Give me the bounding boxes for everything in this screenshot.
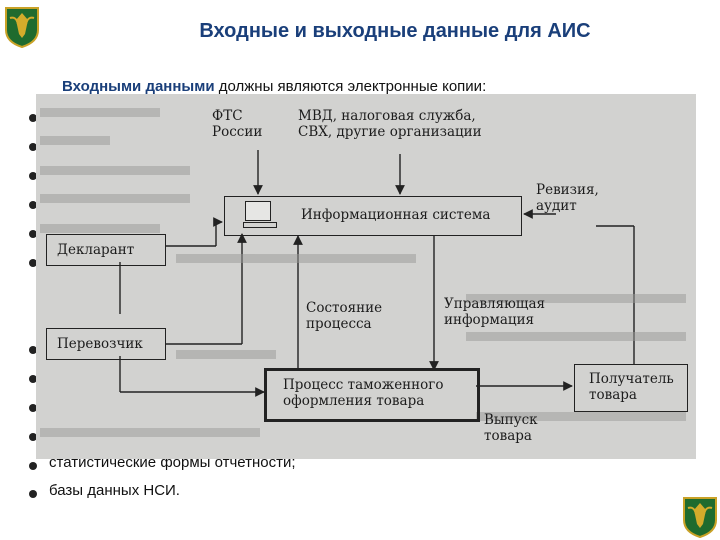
label-fts: ФТС России <box>212 108 263 140</box>
intro-text: Входными данными должны являются электро… <box>62 78 486 95</box>
label-recipient: Получатель товара <box>589 371 674 403</box>
bullet-dot <box>29 201 37 209</box>
bullet-dot <box>29 375 37 383</box>
slide-title: Входные и выходные данные для АИС <box>199 20 591 42</box>
bullet-dot <box>29 490 37 498</box>
intro-bold: Входными данными <box>62 78 215 95</box>
bullet-dot <box>29 230 37 238</box>
declarant-box: Декларант <box>46 234 166 266</box>
label-info-system: Информационная система <box>301 207 491 223</box>
recipient-box: Получатель товара <box>574 364 688 412</box>
bullet-dot <box>29 172 37 180</box>
bullet-dot <box>29 346 37 354</box>
label-control-info: Управляющая информация <box>444 296 546 328</box>
emblem-icon <box>682 494 718 538</box>
diagram-lines <box>40 108 686 437</box>
computer-icon <box>243 201 277 228</box>
label-revision: Ревизия, аудит <box>536 182 599 214</box>
carrier-box: Перевозчик <box>46 328 166 360</box>
customs-process-box: Процесс таможенного оформления товара <box>264 368 480 422</box>
bullet-dot <box>29 259 37 267</box>
label-process-state: Состояние процесса <box>306 300 383 332</box>
bullet-dot <box>29 143 37 151</box>
bullet-dot <box>29 404 37 412</box>
label-customs-process: Процесс таможенного оформления товара <box>283 377 444 409</box>
label-mvd: МВД, налоговая служба, СВХ, другие орган… <box>298 108 482 140</box>
intro-rest: должны являются электронные копии: <box>214 78 487 95</box>
emblem-icon <box>4 4 40 48</box>
bullet-dot <box>29 114 37 122</box>
diagram-photo: ФТС России МВД, налоговая служба, СВХ, д… <box>36 94 696 459</box>
bullet-item: базы данных НСИ. <box>49 482 180 499</box>
label-declarant: Декларант <box>57 242 135 258</box>
bullet-dot <box>29 462 37 470</box>
label-carrier: Перевозчик <box>57 336 143 352</box>
bullet-dot <box>29 433 37 441</box>
label-release: Выпуск товара <box>484 412 538 444</box>
info-system-box: Информационная система <box>224 196 522 236</box>
